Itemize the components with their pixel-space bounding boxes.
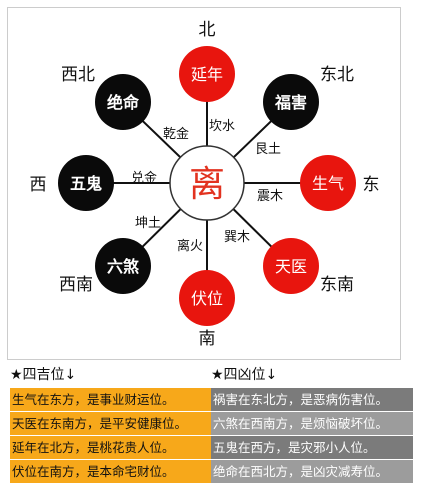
direction-northwest: 西北 bbox=[61, 65, 95, 85]
circle-west bbox=[58, 155, 114, 211]
bad-legend: 祸害在东北方，是恶病伤害位。 六煞在西南方，是烦恼破坏位。 五鬼在西方，是灾邪小… bbox=[211, 388, 413, 484]
good-legend-title: ★四吉位↓ bbox=[10, 367, 77, 383]
trigram-south: 离火 bbox=[177, 238, 203, 254]
direction-south: 南 bbox=[199, 329, 216, 349]
direction-west: 西 bbox=[30, 175, 47, 195]
circle-northwest bbox=[95, 74, 151, 130]
bad-row: 六煞在西南方，是烦恼破坏位。 bbox=[211, 412, 413, 435]
good-legend: 生气在东方，是事业财运位。 天医在东南方，是平安健康位。 延年在北方，是桃花贵人… bbox=[10, 388, 212, 484]
trigram-northeast: 艮土 bbox=[255, 142, 281, 157]
bad-row: 绝命在西北方，是凶灾减寿位。 bbox=[211, 460, 413, 483]
circle-southeast bbox=[263, 238, 319, 294]
good-row: 生气在东方，是事业财运位。 bbox=[10, 388, 212, 411]
trigram-west: 兑金 bbox=[131, 170, 157, 186]
circle-east bbox=[300, 155, 356, 211]
position-southwest: 六煞 bbox=[107, 257, 140, 276]
center-circle bbox=[169, 145, 245, 221]
circle-southwest bbox=[95, 238, 151, 294]
position-southeast: 天医 bbox=[275, 257, 307, 276]
good-row: 天医在东南方，是平安健康位。 bbox=[10, 412, 212, 435]
circle-south bbox=[179, 270, 235, 326]
bad-row: 五鬼在西方，是灾邪小人位。 bbox=[211, 436, 413, 459]
direction-north: 北 bbox=[199, 20, 216, 40]
position-northeast: 福害 bbox=[274, 93, 307, 112]
position-east: 生气 bbox=[312, 174, 344, 193]
trigram-southwest: 坤土 bbox=[135, 216, 161, 231]
position-north: 延年 bbox=[191, 65, 223, 84]
position-south: 伏位 bbox=[191, 289, 223, 308]
trigram-southeast: 巽木 bbox=[224, 230, 250, 245]
position-northwest: 绝命 bbox=[107, 93, 140, 112]
trigram-north: 坎水 bbox=[209, 119, 235, 134]
bad-row: 祸害在东北方，是恶病伤害位。 bbox=[211, 388, 413, 411]
good-row: 延年在北方，是桃花贵人位。 bbox=[10, 436, 212, 459]
circle-north bbox=[179, 46, 235, 102]
bad-legend-title: ★四凶位↓ bbox=[211, 367, 278, 383]
good-row: 伏位在南方，是本命宅财位。 bbox=[10, 460, 212, 483]
direction-northeast: 东北 bbox=[320, 65, 354, 85]
direction-east: 东 bbox=[363, 175, 380, 195]
position-west: 五鬼 bbox=[70, 174, 102, 193]
circle-northeast bbox=[263, 74, 319, 130]
bagua-diagram: 离 延年 福害 生气 天医 伏位 六煞 五鬼 绝命 北 东北 东 东南 南 西南… bbox=[30, 20, 380, 349]
direction-southwest: 西南 bbox=[59, 275, 93, 295]
trigram-northwest: 乾金 bbox=[163, 126, 189, 142]
direction-southeast: 东南 bbox=[320, 275, 354, 295]
center-label: 离 bbox=[189, 164, 225, 205]
trigram-east: 震木 bbox=[257, 189, 283, 204]
